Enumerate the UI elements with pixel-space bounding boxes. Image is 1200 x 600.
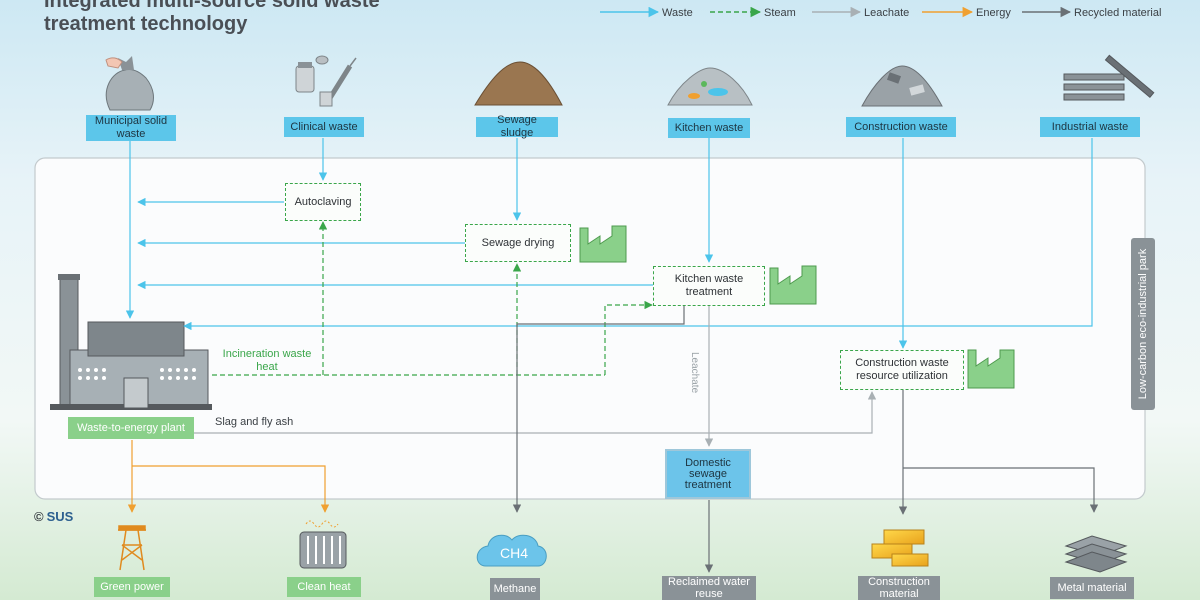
waste-flows	[125, 138, 1093, 349]
source-clinical-waste: Clinical waste	[284, 117, 364, 137]
construction-debris-icon	[861, 65, 943, 107]
factory-icon	[769, 265, 817, 305]
leachate-flows	[193, 306, 877, 447]
output-clean-heat: Clean heat	[287, 577, 361, 597]
sludge-pile-icon	[474, 61, 563, 106]
sus-logo: ©SUS	[34, 509, 73, 524]
process-kitchen-waste-treatment: Kitchen waste treatment	[653, 266, 765, 306]
output-metal-material: Metal material	[1050, 577, 1134, 599]
process-autoclaving: Autoclaving	[285, 183, 361, 221]
radiator-icon	[299, 520, 347, 569]
legend-energy-label: Energy	[976, 7, 1011, 19]
source-construction-waste: Construction waste	[846, 117, 956, 137]
legend-steam-label: Steam	[764, 7, 796, 19]
source-kitchen-waste: Kitchen waste	[668, 118, 750, 138]
legend-leachate-label: Leachate	[864, 7, 909, 19]
output-green-power: Green power	[94, 577, 170, 597]
process-sewage-drying: Sewage drying	[465, 224, 571, 262]
factory-icon	[967, 349, 1015, 389]
gold-bricks-icon	[871, 529, 929, 567]
incineration-heat-label: Incineration waste heat	[222, 348, 312, 373]
kitchen-waste-icon	[667, 67, 753, 106]
recycled-flows	[512, 306, 1099, 573]
methane-formula: CH4	[500, 545, 528, 561]
steel-beams-icon	[1063, 54, 1155, 101]
output-construction-material: Construction material	[858, 576, 940, 600]
methane-cloud-icon: CH4	[476, 534, 547, 567]
eco-industrial-park-label: Low-carbon eco-industrial park	[1131, 238, 1155, 410]
legend-waste-label: Waste	[662, 7, 693, 19]
output-methane: Methane	[490, 578, 540, 600]
eco-park-boundary	[34, 157, 1146, 500]
source-sewage-sludge: Sewage sludge	[476, 114, 558, 139]
energy-flows	[127, 440, 330, 513]
source-municipal-solid-waste: Municipal solid waste	[86, 115, 176, 141]
process-domestic-sewage-treatment: Domestic sewage treatment	[665, 449, 751, 499]
slag-fly-ash-label: Slag and fly ash	[215, 416, 294, 428]
metal-sheets-icon	[1064, 535, 1128, 573]
syringe-icon	[295, 55, 357, 107]
plant-label: Waste-to-energy plant	[68, 417, 194, 439]
copyright-symbol: ©	[34, 509, 44, 524]
output-reclaimed-water-reuse: Reclaimed water reuse	[662, 576, 756, 600]
legend-recycled-label: Recycled material	[1074, 7, 1161, 19]
page-title: Integrated multi-source solid waste trea…	[44, 0, 380, 35]
waste-to-energy-plant-icon	[50, 274, 212, 410]
source-industrial-waste: Industrial waste	[1040, 117, 1140, 137]
factory-icon	[579, 225, 627, 263]
trash-bag-icon	[105, 56, 154, 111]
legend: Waste Steam Leachate Energy Recycled mat…	[600, 6, 1161, 19]
power-tower-icon	[118, 525, 146, 571]
process-construction-waste-resource: Construction waste resource utilization	[840, 350, 964, 390]
leachate-label: Leachate	[689, 352, 700, 394]
logo-brand: SUS	[46, 509, 74, 524]
